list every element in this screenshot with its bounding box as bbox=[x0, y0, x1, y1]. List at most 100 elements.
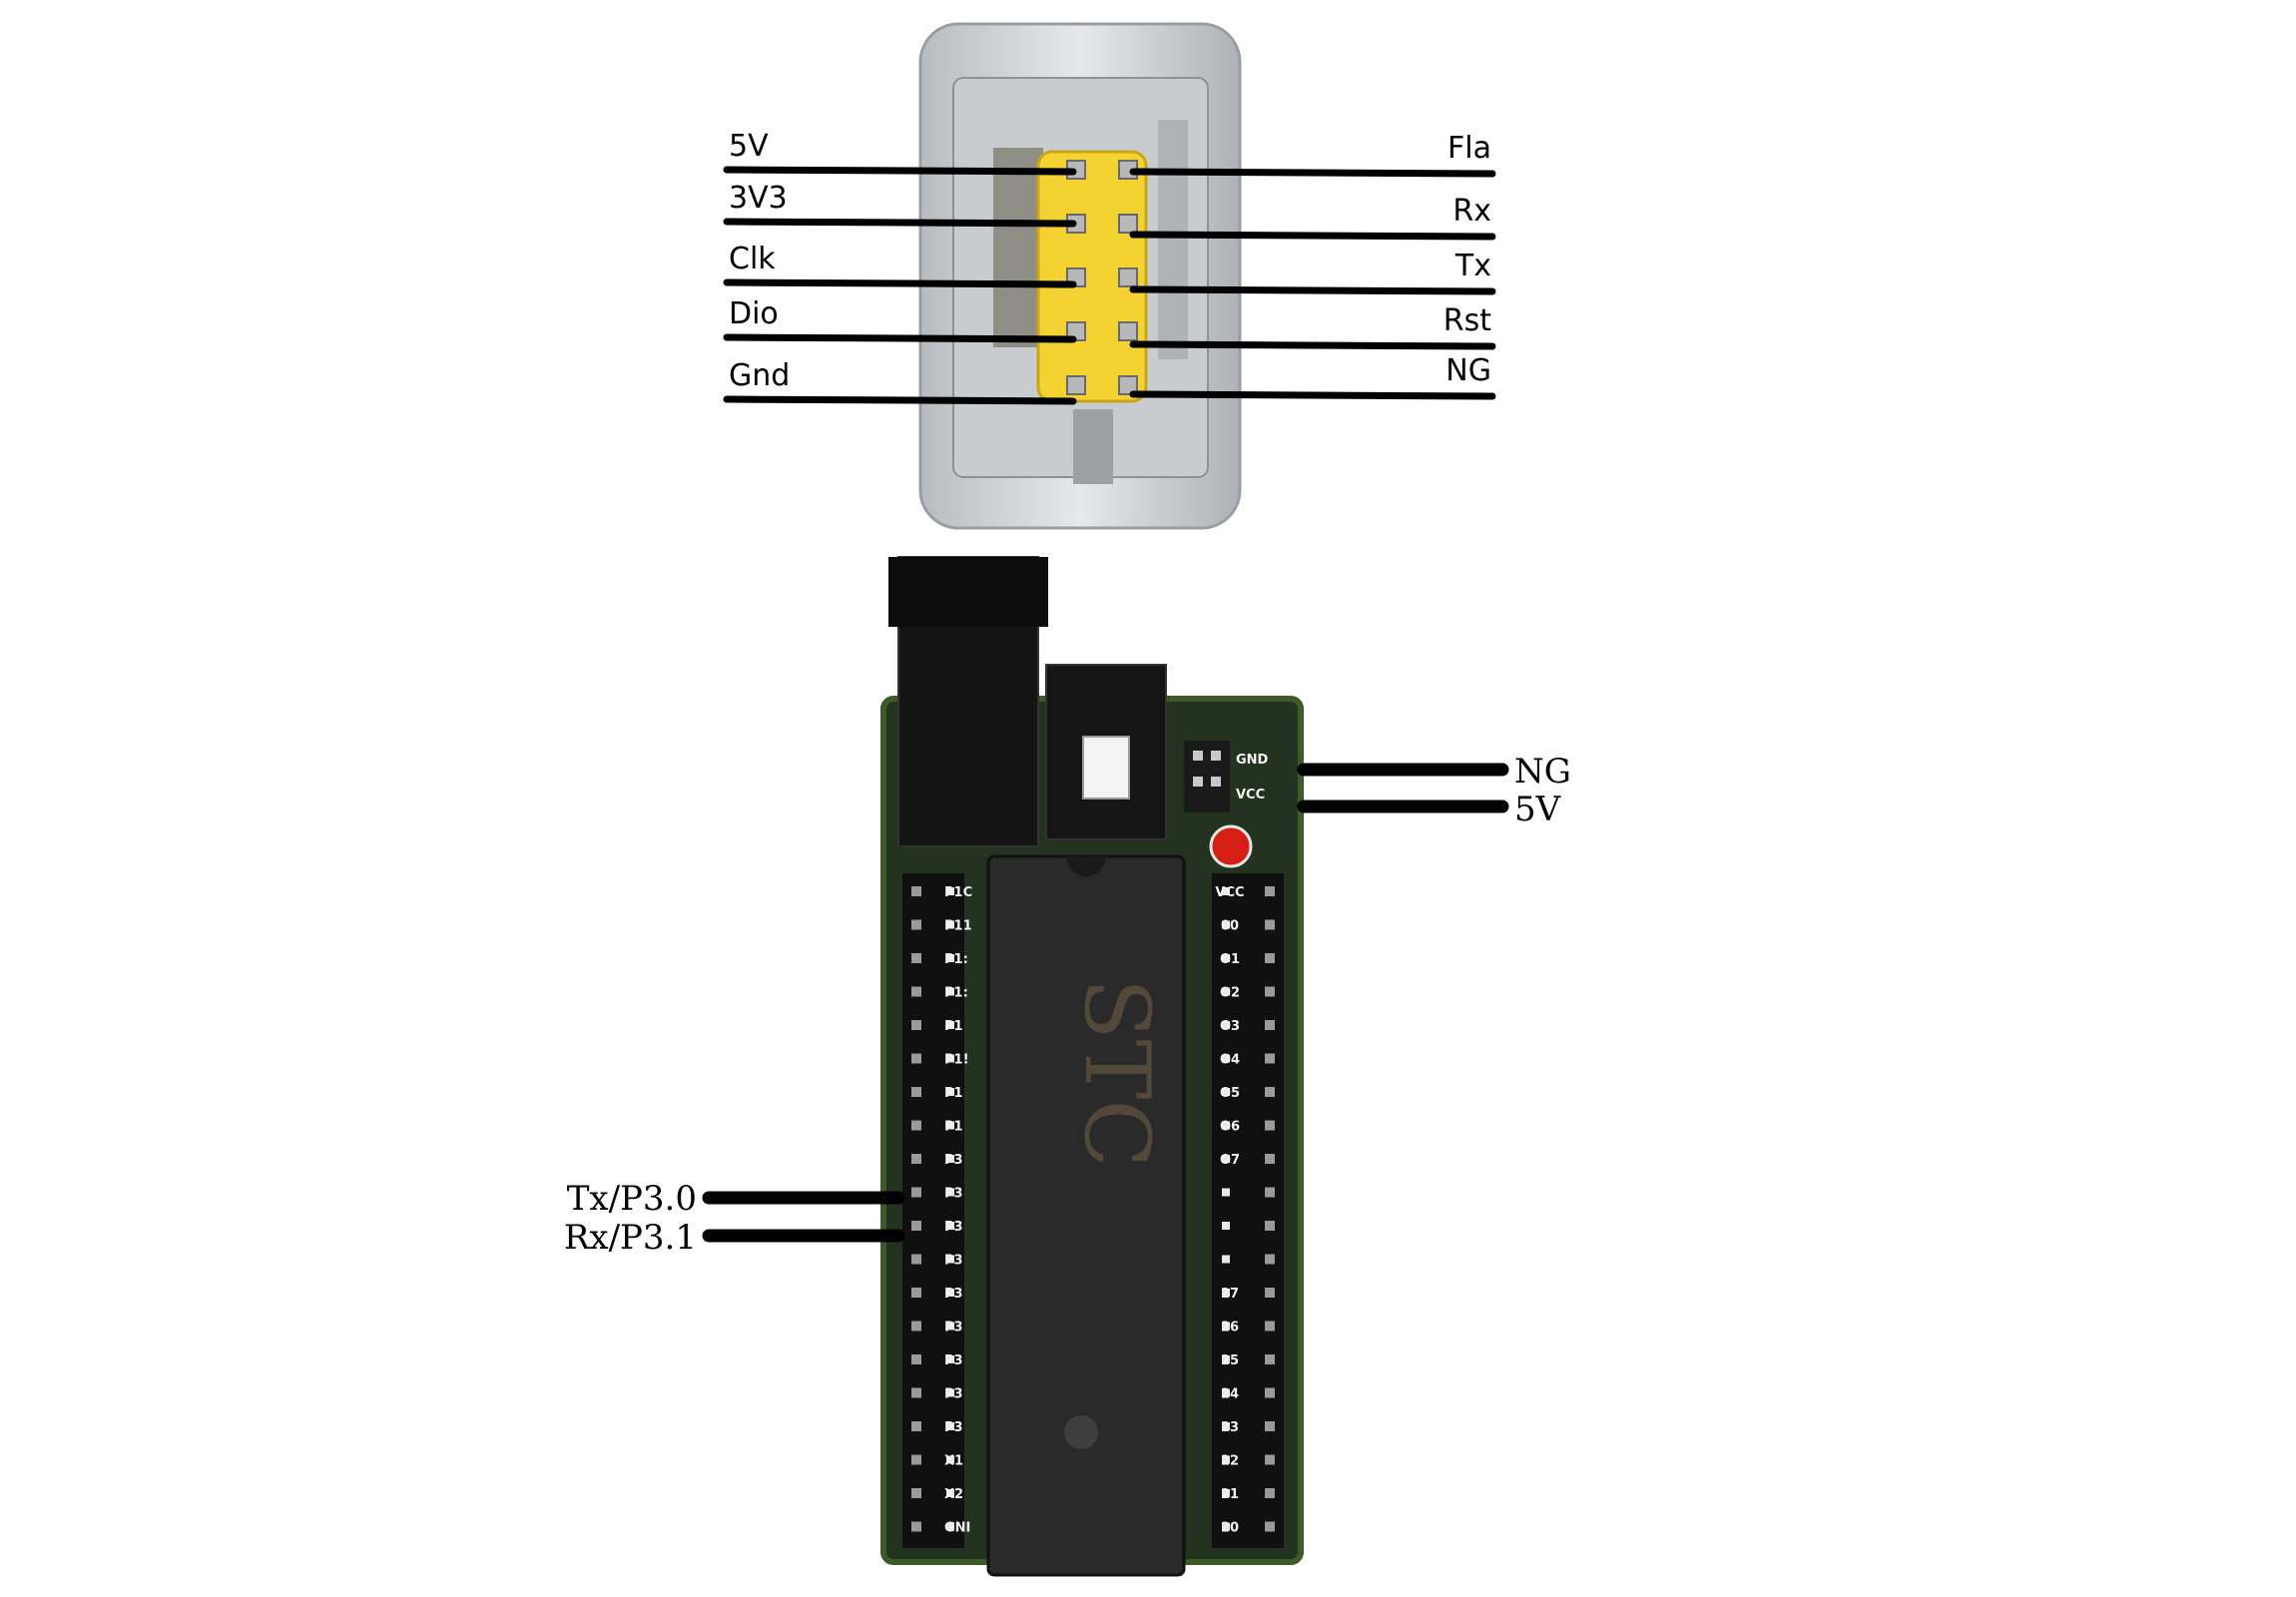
board-pin bbox=[911, 1387, 921, 1398]
board-pin bbox=[1265, 1354, 1275, 1364]
connector-pin bbox=[1118, 375, 1138, 395]
power-header bbox=[1184, 741, 1230, 812]
connector-label-right: Rst bbox=[1443, 303, 1491, 338]
connector-wires bbox=[723, 166, 1496, 405]
board-pin bbox=[1265, 1288, 1275, 1298]
board-pad bbox=[946, 1021, 954, 1029]
board-pin bbox=[1265, 1321, 1275, 1331]
uart-wires: Tx/P3.0 Rx/P3.1 bbox=[564, 1179, 905, 1258]
board-pad bbox=[946, 1155, 954, 1163]
connector-label-left: 3V3 bbox=[729, 181, 788, 216]
board-pin bbox=[911, 1053, 921, 1064]
mcu-board: GND VCC STC P1CP11P1:P1:P1P1!P1P1P3P3P3P… bbox=[564, 556, 1571, 1577]
left-pin-label: P3 bbox=[944, 1420, 963, 1435]
left-pin-label: P3 bbox=[944, 1287, 963, 1302]
left-pin-label: P3 bbox=[944, 1254, 963, 1269]
power-wire-label-5v: 5V bbox=[1514, 790, 1562, 829]
board-pin bbox=[911, 1120, 921, 1131]
power-led bbox=[1209, 824, 1253, 868]
board-pin bbox=[911, 953, 921, 963]
connector-key-bottom bbox=[1073, 409, 1113, 484]
board-pin bbox=[1265, 1421, 1275, 1431]
right-pin-label: 24 bbox=[1221, 1387, 1239, 1402]
chip-marking: STC bbox=[1064, 978, 1169, 1169]
connector-wire-right bbox=[1129, 390, 1496, 400]
connector-wire-left bbox=[723, 218, 1077, 228]
connector-label-right: NG bbox=[1445, 353, 1491, 388]
connector-wire-right bbox=[1129, 285, 1496, 295]
connector-pin bbox=[1118, 214, 1138, 234]
board-pin bbox=[911, 1187, 921, 1198]
board-pin bbox=[911, 986, 921, 997]
board-pin bbox=[1265, 1454, 1275, 1465]
board-pin bbox=[911, 919, 921, 930]
left-pin-label: P3 bbox=[944, 1187, 963, 1202]
board-pad bbox=[1222, 1188, 1230, 1197]
left-pin-label: P3 bbox=[944, 1387, 963, 1402]
connector-label-right: Rx bbox=[1452, 194, 1491, 229]
left-pin-labels: P1CP11P1:P1:P1P1!P1P1P3P3P3P3P3P3P3P3P3X… bbox=[944, 885, 972, 1536]
board-pin bbox=[1265, 886, 1275, 896]
board-pad bbox=[946, 1422, 954, 1430]
board-pad bbox=[1222, 887, 1230, 895]
power-wires: NG 5V bbox=[1297, 752, 1571, 829]
left-pin-label: P1: bbox=[944, 952, 968, 967]
uart-wire-label-rx: Rx/P3.1 bbox=[564, 1218, 697, 1258]
right-pin-header bbox=[1212, 873, 1284, 1548]
board-pin bbox=[1265, 1221, 1275, 1231]
board-pad bbox=[1222, 1522, 1230, 1531]
connector-slot-right bbox=[1158, 120, 1188, 359]
board-pad bbox=[946, 1522, 954, 1531]
right-pin-label: 22 bbox=[1221, 1454, 1239, 1469]
left-pin-label: P1 bbox=[944, 1019, 963, 1034]
header-label-vcc: VCC bbox=[1236, 788, 1265, 802]
left-pin-label: GNI bbox=[944, 1521, 970, 1536]
left-pin-label: P1 bbox=[944, 1120, 963, 1135]
right-pin-label: 25 bbox=[1221, 1353, 1239, 1368]
connector-wire-left bbox=[723, 395, 1077, 405]
board-pad bbox=[946, 987, 954, 996]
board-pad bbox=[946, 920, 954, 929]
board-pad bbox=[946, 1088, 954, 1096]
left-pin-label: P1: bbox=[944, 986, 968, 1001]
board-pin bbox=[911, 1321, 921, 1331]
pin-strip bbox=[1212, 873, 1284, 1548]
board-pin bbox=[911, 1020, 921, 1030]
board-pin bbox=[1265, 953, 1275, 963]
connector-wire-left bbox=[723, 166, 1077, 176]
board-pad bbox=[1222, 1054, 1230, 1063]
board-pad bbox=[946, 1388, 954, 1397]
board-pin bbox=[911, 1488, 921, 1498]
board-pin bbox=[1265, 1488, 1275, 1498]
dc-jack-front bbox=[888, 557, 1048, 627]
board-pad bbox=[946, 1255, 954, 1264]
connector-label-left: 5V bbox=[729, 129, 769, 164]
board-pad bbox=[1222, 1155, 1230, 1163]
board-pad bbox=[946, 1489, 954, 1497]
board-pin bbox=[1265, 1087, 1275, 1097]
left-pin-label: P3 bbox=[944, 1353, 963, 1368]
right-pin-label: O7 bbox=[1220, 1153, 1240, 1168]
board-pad bbox=[1222, 1121, 1230, 1130]
connector-label-left: Gnd bbox=[729, 358, 790, 393]
board-pad bbox=[1222, 1489, 1230, 1497]
board-pin bbox=[911, 1154, 921, 1164]
board-pin bbox=[911, 1521, 921, 1532]
board-pin bbox=[911, 1087, 921, 1097]
left-pin-label: P11 bbox=[944, 919, 972, 934]
connector-pin bbox=[1066, 375, 1086, 395]
board-pin bbox=[911, 1288, 921, 1298]
board-pad bbox=[946, 954, 954, 962]
right-pin-label: VCC bbox=[1215, 885, 1244, 900]
board-pin bbox=[1265, 1521, 1275, 1532]
right-pin-label: O5 bbox=[1220, 1086, 1240, 1101]
board-pad bbox=[1222, 1088, 1230, 1096]
power-header-pins bbox=[1193, 751, 1221, 787]
board-pad bbox=[1222, 1422, 1230, 1430]
board-pad bbox=[1222, 1222, 1230, 1230]
left-pin-label: P1C bbox=[944, 885, 972, 900]
board-pad bbox=[946, 1355, 954, 1363]
connector-wire-right bbox=[1129, 231, 1496, 241]
chip-notch bbox=[1066, 856, 1106, 876]
